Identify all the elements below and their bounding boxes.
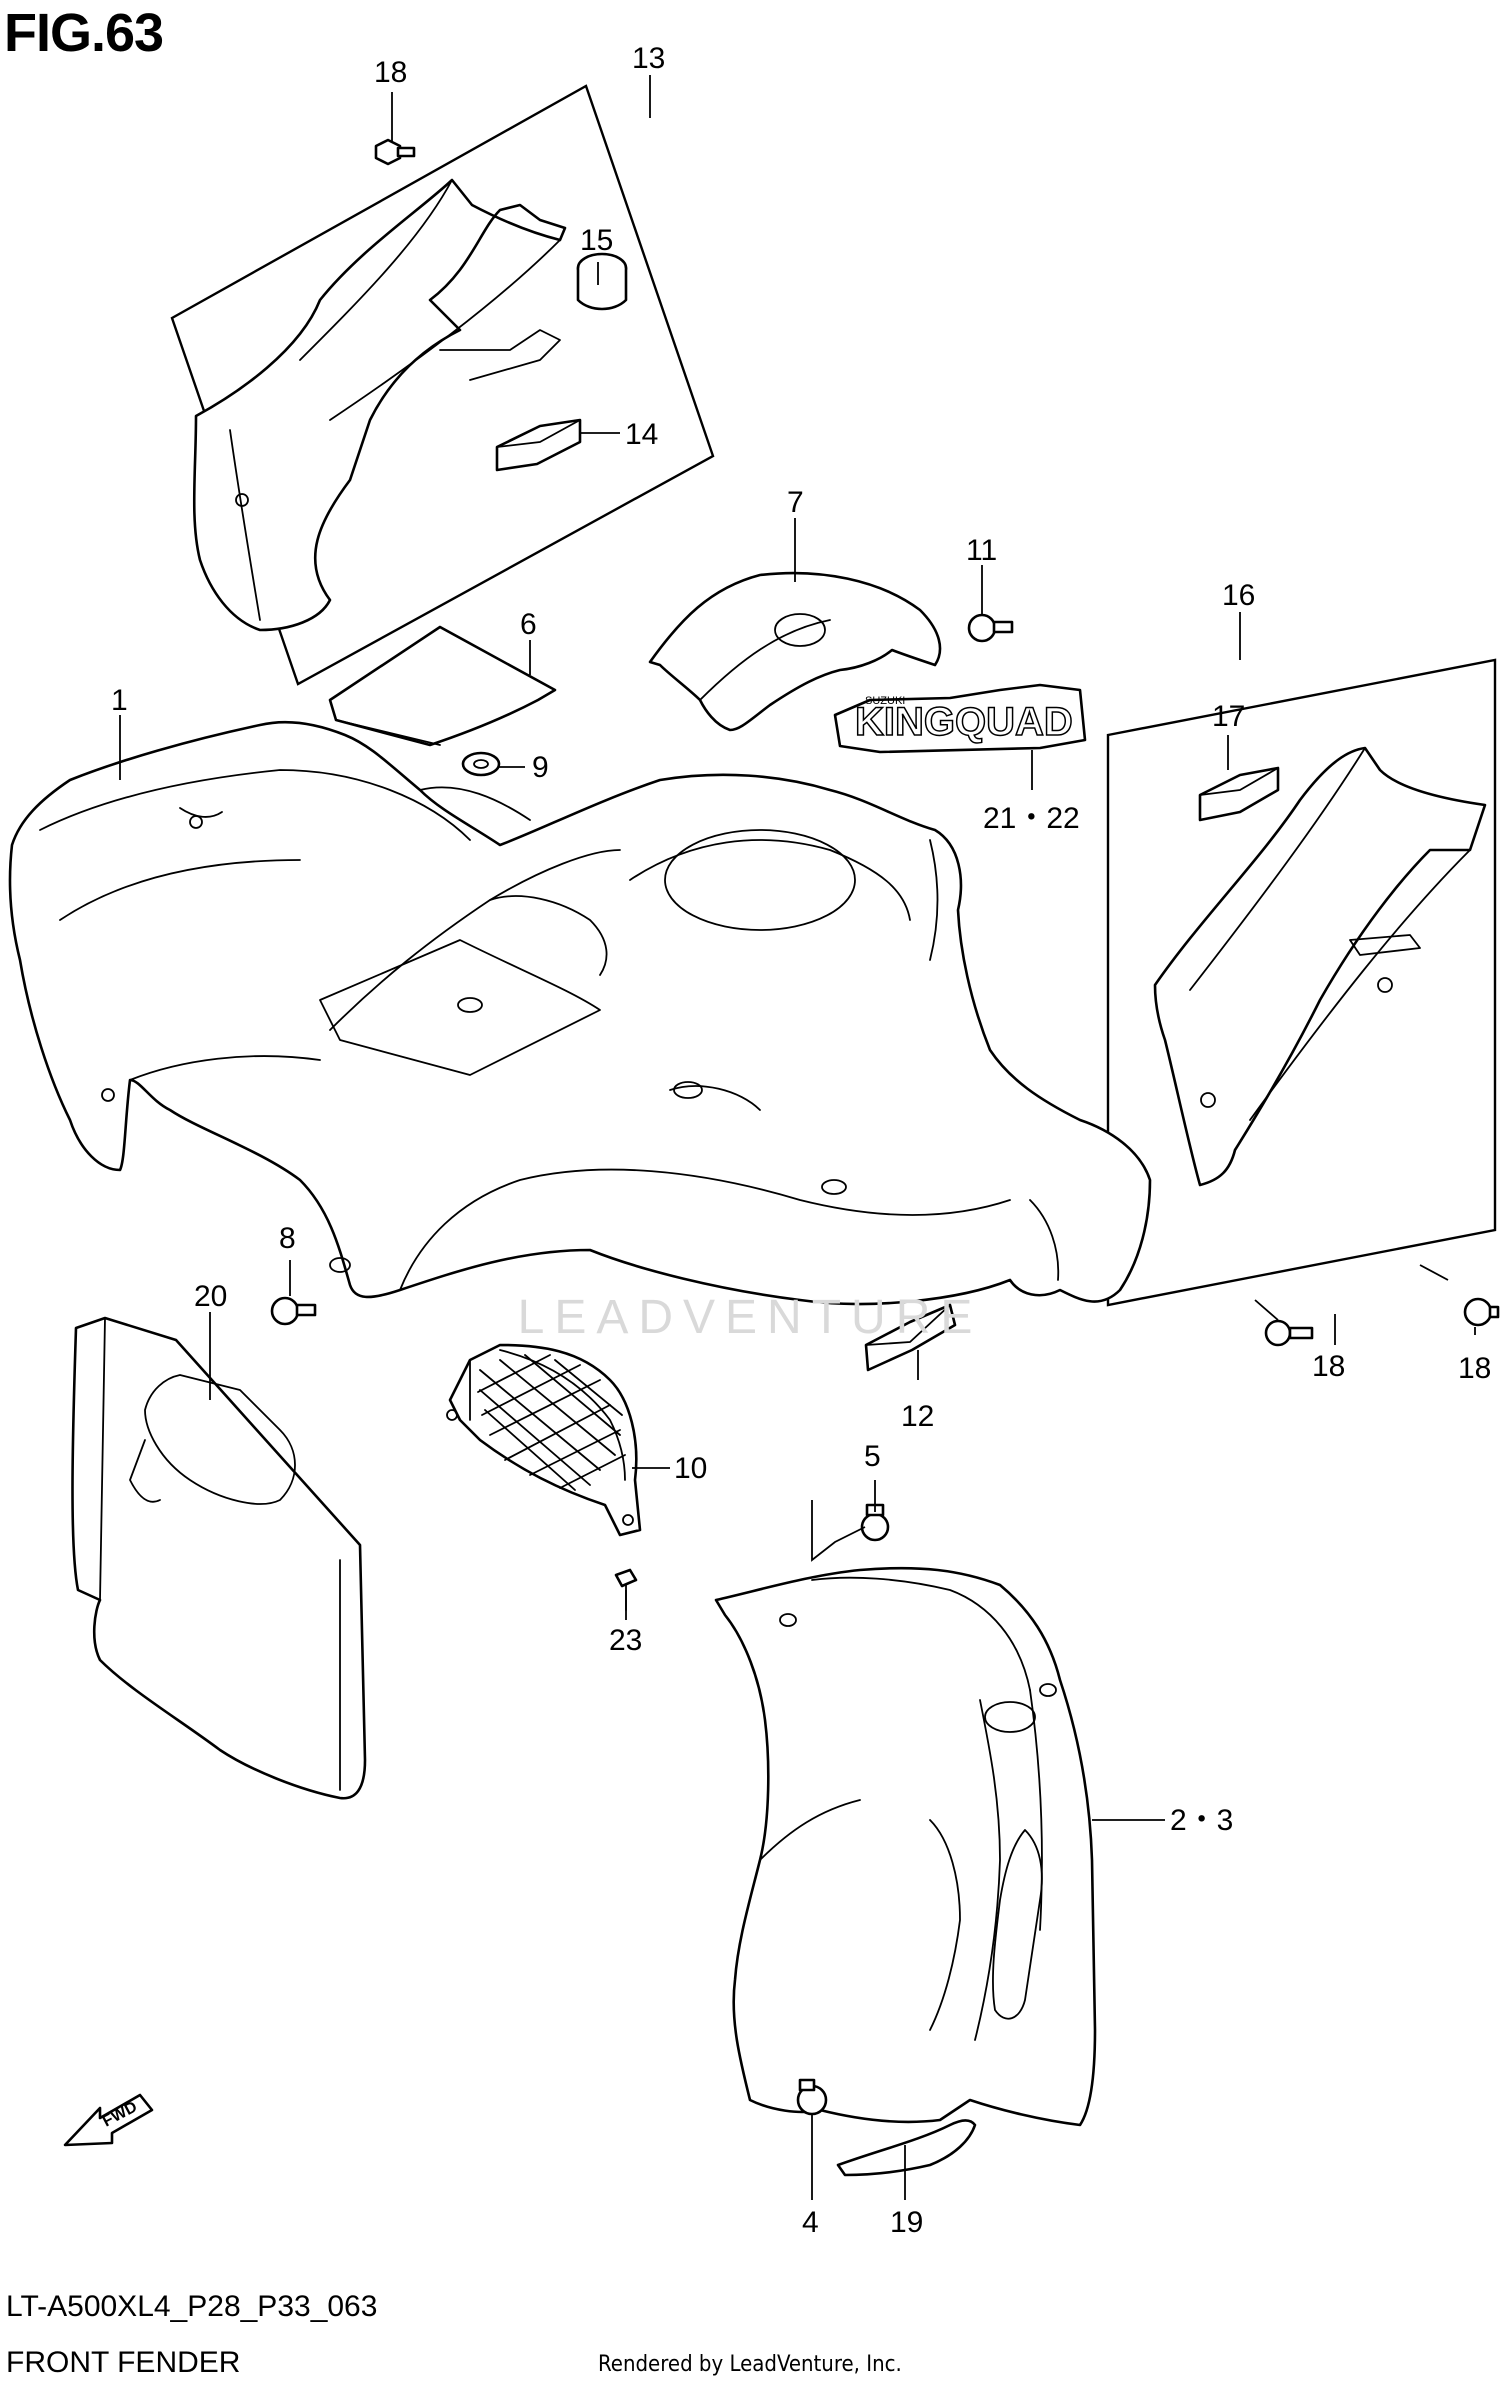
callout-18-right-a: 18 [1312,1350,1345,1383]
inner-panel-right[interactable] [1153,746,1487,1187]
callout-19: 19 [890,2206,923,2239]
callout-20: 20 [194,1280,227,1313]
part-20-pad[interactable] [71,1316,367,1800]
callout-16: 16 [1222,579,1255,612]
part-15-grommet[interactable] [576,252,628,311]
part-group-16-box [1106,658,1497,1307]
callout-7: 7 [787,486,804,519]
grille-mesh [477,1354,626,1491]
part-19-strip[interactable] [836,2119,977,2177]
callout-6: 6 [520,608,537,641]
decal-brand: SUZUKI [865,695,905,707]
figure-title: FIG.63 [4,3,164,63]
callout-1: 1 [111,684,128,717]
fwd-arrow-icon: FWD [63,2093,154,2147]
part-11-screw[interactable] [967,613,1014,643]
model-code: LT-A500XL4_P28_P33_063 [6,2290,378,2323]
callout-9: 9 [532,751,549,784]
part-1-front-fender[interactable] [8,720,1152,1306]
part-17-cushion[interactable] [1198,766,1280,822]
callout-10: 10 [674,1452,707,1485]
callout-17: 17 [1212,700,1245,733]
callout-18-right-b: 18 [1458,1352,1491,1385]
part-9-grommet[interactable] [461,751,501,777]
leadventure-watermark: LEADVENTURE [517,1291,983,1344]
callout-23: 23 [609,1624,642,1657]
part-21-22-decal[interactable]: KINGQUAD SUZUKI [833,683,1087,754]
decal-text: KINGQUAD [855,700,1073,744]
callout-13: 13 [632,42,665,75]
callout-15: 15 [580,224,613,257]
leader-lines [119,75,1476,2200]
part-2-3-mud-guard[interactable] [714,1566,1097,2127]
callout-8: 8 [279,1222,296,1255]
part-18-screw-right-a[interactable] [1264,1319,1314,1347]
callout-4: 4 [802,2206,819,2239]
part-7-headlight-cover[interactable] [648,571,942,732]
inner-panel-left[interactable] [192,178,567,632]
callout-14: 14 [625,418,658,451]
callout-12: 12 [901,1400,934,1433]
callout-21-22: 21・22 [983,802,1080,835]
callout-2-3: 2・3 [1170,1804,1233,1837]
rendered-by-credit: Rendered by LeadVenture, Inc. [598,2352,902,2377]
part-18-screw-right-b[interactable] [1463,1297,1500,1327]
callout-18-top: 18 [374,56,407,89]
section-title: FRONT FENDER [6,2346,241,2379]
part-10-grille[interactable] [446,1343,642,1537]
part-8-screw[interactable] [270,1296,317,1326]
part-14-cushion[interactable] [495,418,582,472]
callout-5: 5 [864,1440,881,1473]
part-18-screw-top[interactable] [374,138,416,166]
callout-labels: 18 13 15 14 7 11 16 6 1 9 17 21・22 8 20 … [111,42,1491,2239]
part-12-cushion[interactable] [864,1303,957,1372]
part-6-lid[interactable] [328,625,557,747]
callout-11: 11 [966,534,997,567]
